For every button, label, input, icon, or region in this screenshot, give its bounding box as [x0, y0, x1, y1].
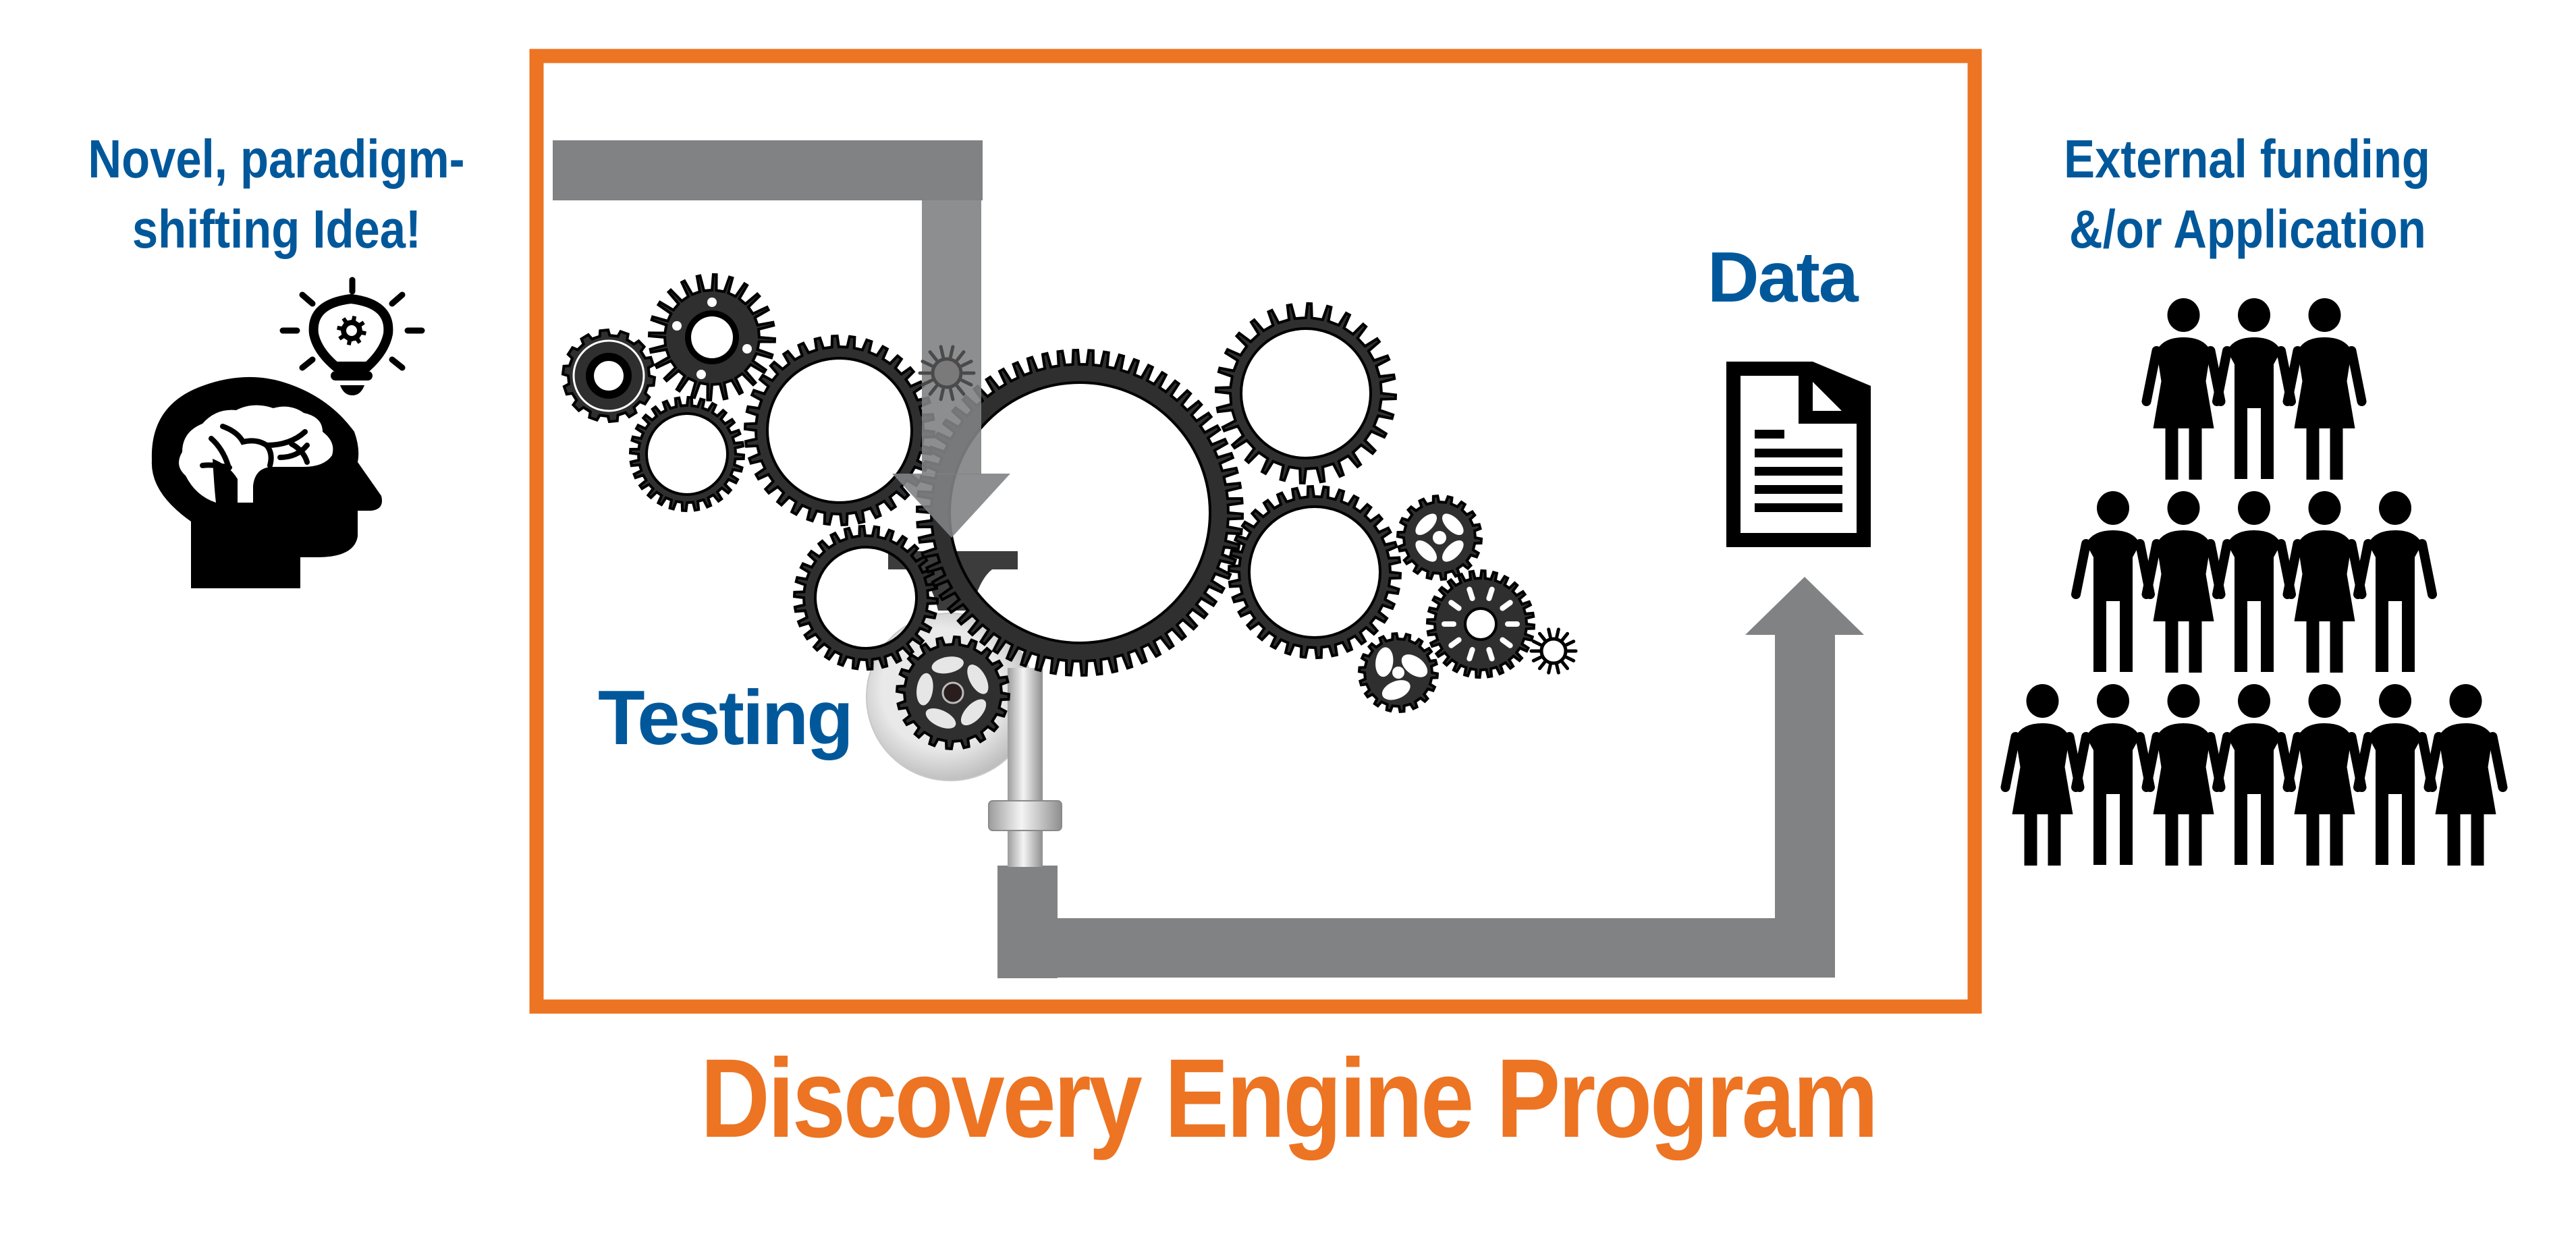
input-arrow-head: [892, 474, 1010, 538]
sun-gear-icon: [918, 345, 976, 401]
output-pipe: [997, 577, 1864, 978]
outcome-line-1: External funding: [2064, 129, 2431, 189]
pipe-flange: [988, 800, 1062, 831]
person-male-icon: [2353, 491, 2437, 672]
person-female-icon: [2282, 491, 2367, 673]
input-arrow-shaft: [922, 200, 981, 474]
data-label: Data: [1707, 237, 1859, 317]
person-female-icon: [2282, 684, 2367, 866]
gear-slotted: [1425, 569, 1536, 679]
person-female-icon: [2141, 298, 2226, 480]
idea-line-2: shifting Idea!: [132, 199, 422, 259]
gear-four-spoke: [1396, 494, 1483, 582]
bulb-cog-icon: [337, 316, 366, 345]
head-with-brain-icon: [151, 376, 382, 588]
engine-frame: [529, 49, 1982, 1014]
person-female-icon: [2282, 298, 2367, 480]
idea-line-1: Novel, paradigm-: [88, 129, 466, 189]
gear-open-top-right: [1214, 302, 1398, 485]
idea-text: Novel, paradigm- shifting Idea!: [27, 132, 526, 256]
gear-curved-spoke: [1357, 631, 1440, 714]
person-male-icon: [2353, 684, 2437, 865]
program-title-text: Discovery Engine Program: [700, 1036, 1878, 1161]
person-male-icon: [2071, 491, 2155, 672]
outcome-text: External funding &/or Application: [1998, 132, 2497, 256]
gear-ring-small: [561, 328, 657, 424]
person-female-icon: [2000, 684, 2085, 866]
person-male-icon: [2212, 491, 2296, 672]
gear-open-mid-left: [743, 334, 936, 527]
person-female-icon: [2141, 491, 2226, 673]
up-arrow-shaft: [1775, 634, 1835, 918]
input-arrow-top-bar: [553, 140, 983, 200]
gear-tiny-sun: [1529, 627, 1578, 675]
gear-machinery: [561, 273, 1578, 751]
program-title: Discovery Engine Program: [0, 1043, 2576, 1155]
gear-open-lower-left: [792, 524, 939, 671]
gear-spiked-holes: [647, 273, 777, 402]
input-arrow: [553, 140, 1010, 538]
person-female-icon: [2141, 684, 2226, 866]
pipe-elbow-block: [997, 866, 1058, 978]
gear-open-small: [628, 395, 746, 513]
person-female-icon: [2423, 684, 2508, 866]
lightbulb-gear-icon: [279, 277, 425, 396]
up-arrow-head: [1745, 577, 1864, 635]
silver-pipe: [1008, 668, 1043, 867]
gear-bottom-spoke: [895, 635, 1011, 751]
person-male-icon: [2212, 684, 2296, 865]
outcome-line-2: &/or Application: [2068, 199, 2426, 259]
gear-open-mid-right: [1227, 484, 1402, 660]
document-icon: [1726, 362, 1871, 547]
person-male-icon: [2212, 298, 2296, 479]
people-pyramid: [2000, 298, 2508, 866]
pipe-bottom-bar: [1058, 918, 1835, 978]
person-male-icon: [2071, 684, 2155, 865]
testing-label: Testing: [598, 675, 854, 761]
